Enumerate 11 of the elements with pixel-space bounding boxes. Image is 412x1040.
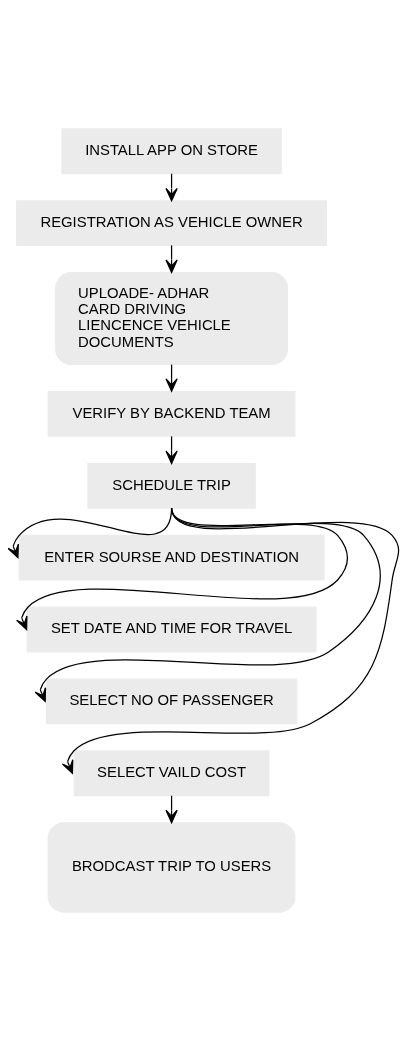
arrow: [61, 507, 400, 774]
node-box: VERIFY BY BACKEND TEAM: [47, 390, 296, 437]
node-box: ENTER SOURSE AND DESTINATION: [18, 534, 325, 581]
node-box: SELECT VAILD COST: [73, 749, 270, 796]
node-box: REGISTRATION AS VEHICLE OWNER: [16, 199, 328, 246]
node-box: UPLOADE- ADHAR CARD DRIVING LIENCENCE VEHICLE DOCUMENTS: [55, 271, 289, 365]
node-box: INSTALL APP ON STORE: [61, 127, 282, 174]
node-box: SET DATE AND TIME FOR TRAVEL: [26, 606, 317, 652]
node-box: BRODCAST TRIP TO USERS: [47, 821, 296, 913]
node-box: SCHEDULE TRIP: [87, 462, 256, 509]
node-box: SELECT NO OF PASSENGER: [45, 678, 298, 724]
